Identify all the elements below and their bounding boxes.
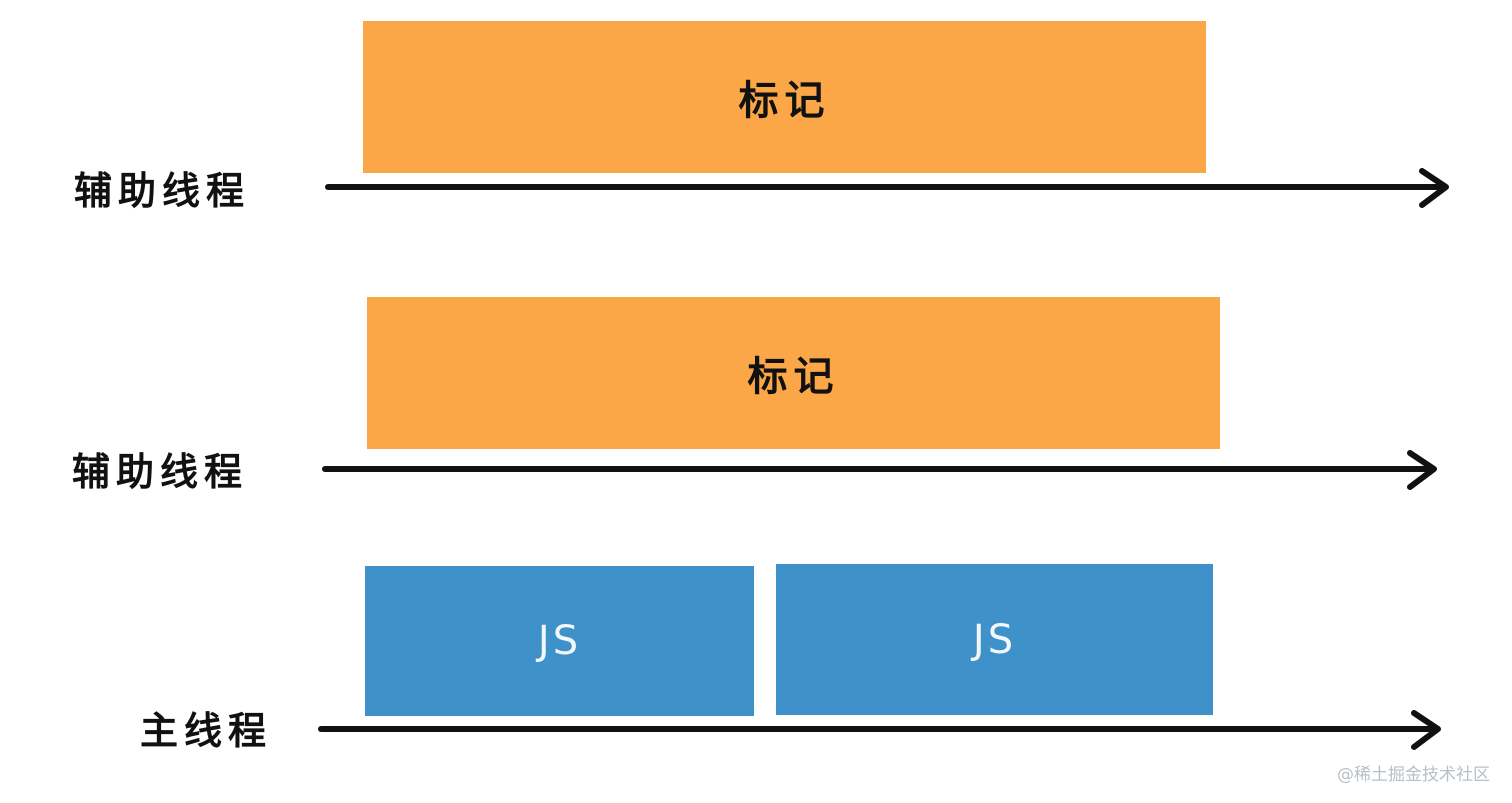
marking-block-label: 标记 [747,354,840,400]
marking-block-label: 标记 [738,78,831,124]
marking-block: 标记 [363,21,1206,173]
arrowhead [1407,450,1437,490]
arrowhead [1411,710,1441,750]
js-block: JS [776,564,1213,715]
watermark: @稀土掘金技术社区 [1337,765,1490,785]
timeline-arrow [322,450,1437,490]
js-block-label: JS [972,616,1017,663]
arrowhead [1419,168,1449,208]
js-block: JS [365,566,754,716]
helper-thread-label: 辅助线程 [72,450,249,494]
js-block-label: JS [537,618,582,664]
helper-thread-label: 辅助线程 [74,169,251,213]
marking-block: 标记 [367,297,1220,449]
timeline-arrow [325,168,1449,208]
main-thread-label: 主线程 [140,709,273,753]
timeline-arrow [318,710,1441,750]
